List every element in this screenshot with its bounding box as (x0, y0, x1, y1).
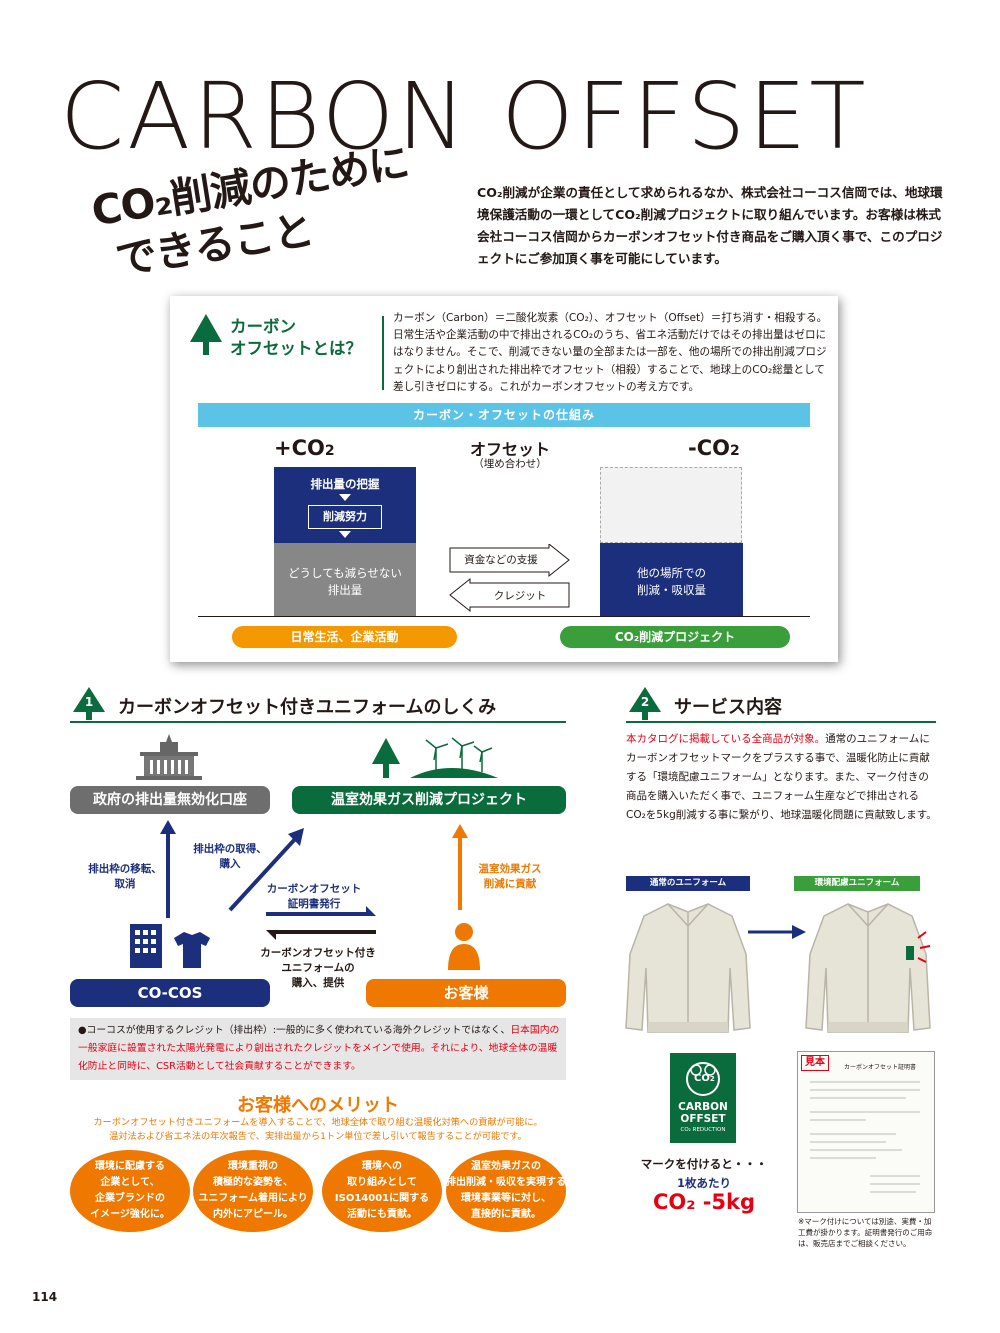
intro-text: CO₂削減が企業の責任として求められるなか、株式会社コーコス信岡では、地球環境保… (477, 185, 943, 266)
credit-note-box (70, 1018, 566, 1080)
certificate-label: カーボンオフセット証明書発行 (266, 883, 362, 910)
merit-circle-1: 環境に配慮する企業として、企業ブランドのイメージ強化に。 (70, 1150, 190, 1232)
elsewhere-box (600, 543, 743, 616)
offset-label: オフセット (469, 440, 550, 459)
normal-jacket-image (625, 903, 751, 1033)
certificate-footnote: ※マーク付けについては別途、実費・加工費が掛かります。証明書発行のご用命は、販売… (798, 1217, 933, 1248)
mechanism-title: カーボン・オフセットの仕組み (198, 403, 810, 427)
support-label: 資金などの支援 (464, 554, 538, 566)
section1-title: カーボンオフセット付きユニフォームのしくみ (118, 697, 497, 718)
grasp-label: 排出量の把握 (310, 477, 380, 491)
normal-uniform-label: 通常のユニフォーム (626, 876, 750, 891)
building-and-shirt-icon (130, 924, 210, 968)
contribution-label: 温室効果ガス削減に貢献 (478, 863, 542, 890)
section1-number: 1 (84, 695, 94, 709)
merit-circle-2: 環境重視の積極的な姿勢を、ユニフォーム着用により内外にアピール。 (193, 1150, 313, 1232)
certificate-body-lines (810, 1081, 920, 1193)
section-number-tree-icon (73, 687, 105, 720)
credit-label: クレジット (493, 590, 547, 602)
customer-pill: お客様 (366, 979, 566, 1007)
merit-circle-4: 温室効果ガスの排出削減・吸収を実現する環境事業等に対し、直接的に貢献。 (446, 1150, 566, 1232)
logo-co2-text: CO2 (694, 1073, 715, 1084)
sample-badge: 見本 (801, 1055, 829, 1071)
daily-life-pill: 日常生活、企業活動 (232, 626, 457, 648)
panel-heading: カーボン オフセットとは？ (230, 316, 362, 360)
greenhouse-project-pill: 温室効果ガス削減プロジェクト (292, 786, 566, 814)
support-credit-arrows (449, 544, 570, 612)
plus-co2-label: +CO2 (274, 436, 335, 460)
panel-heading-line1: カーボン (230, 317, 296, 336)
eco-uniform-label: 環境配慮ユニフォーム (794, 876, 920, 891)
unavoidable-label: どうしても減らせない排出量 (288, 566, 402, 597)
government-account-pill: 政府の排出量無効化口座 (70, 786, 270, 814)
section2-title: サービス内容 (674, 697, 782, 718)
reduction-text: CO₂ -5kg (652, 1190, 756, 1214)
carbon-offset-logo (670, 1053, 736, 1143)
customer-person-icon (448, 923, 480, 970)
service-description: 本カタログに掲載している全商品が対象。通常のユニフォームにカーボンオフセットマー… (626, 733, 937, 821)
merit-description: カーボンオフセット付きユニフォームを導入することで、地球全体で取り組む温暖化対策… (93, 1117, 543, 1142)
section-number-tree-icon (629, 687, 661, 720)
panel-description: カーボン（Carbon）＝二酸化炭素（CO₂）、オフセット（Offset）＝打ち… (393, 312, 828, 393)
cocos-pill: CO-COS (70, 979, 270, 1007)
section2-number: 2 (640, 695, 650, 709)
certificate-title: カーボンオフセット証明書 (843, 1064, 916, 1071)
triangle-down-icon (339, 531, 351, 538)
triangle-down-icon (339, 494, 351, 501)
carbon-offset-logo-icon (686, 1062, 720, 1096)
government-building-icon (136, 734, 202, 780)
baseline (198, 616, 810, 617)
effort-label: 削減努力 (308, 505, 382, 529)
co2-project-pill: CO₂削減プロジェクト (560, 626, 790, 648)
elsewhere-label: 他の場所での削減・吸収量 (637, 566, 706, 597)
transfer-label: 排出枠の移転、取消 (88, 863, 162, 890)
tree-and-windmill-icon (372, 737, 498, 778)
eco-jacket-image (805, 903, 931, 1033)
panel-divider (382, 316, 384, 390)
offset-sub-label: （埋め合わせ） (473, 458, 547, 470)
arrow-right-icon (748, 925, 806, 939)
merit-title: お客様へのメリット (237, 1095, 399, 1116)
page-title: CARBON OFFSET (60, 63, 869, 170)
unavoidable-box (274, 543, 416, 616)
mark-text: マークを付けると・・・ (640, 1157, 768, 1171)
minus-co2-label: -CO2 (688, 436, 740, 460)
credit-note-text: ●コーコスが使用するクレジット（排出枠）:一般的に多く使われている海外クレジット… (78, 1025, 560, 1072)
acquire-label: 排出枠の取得、購入 (193, 843, 267, 870)
tree-icon (190, 314, 222, 355)
offset-placeholder-box (600, 467, 742, 543)
section2-underline (626, 721, 936, 723)
flow-arrows (160, 820, 468, 940)
purchase-label: カーボンオフセット付きユニフォームの購入、提供 (260, 947, 376, 989)
panel-heading-line2: オフセットとは？ (230, 339, 362, 358)
per-item-text: 1枚あたり (676, 1176, 731, 1190)
section1-underline (70, 721, 566, 723)
page-number: 114 (32, 1290, 58, 1304)
certificate-sample (797, 1051, 935, 1213)
